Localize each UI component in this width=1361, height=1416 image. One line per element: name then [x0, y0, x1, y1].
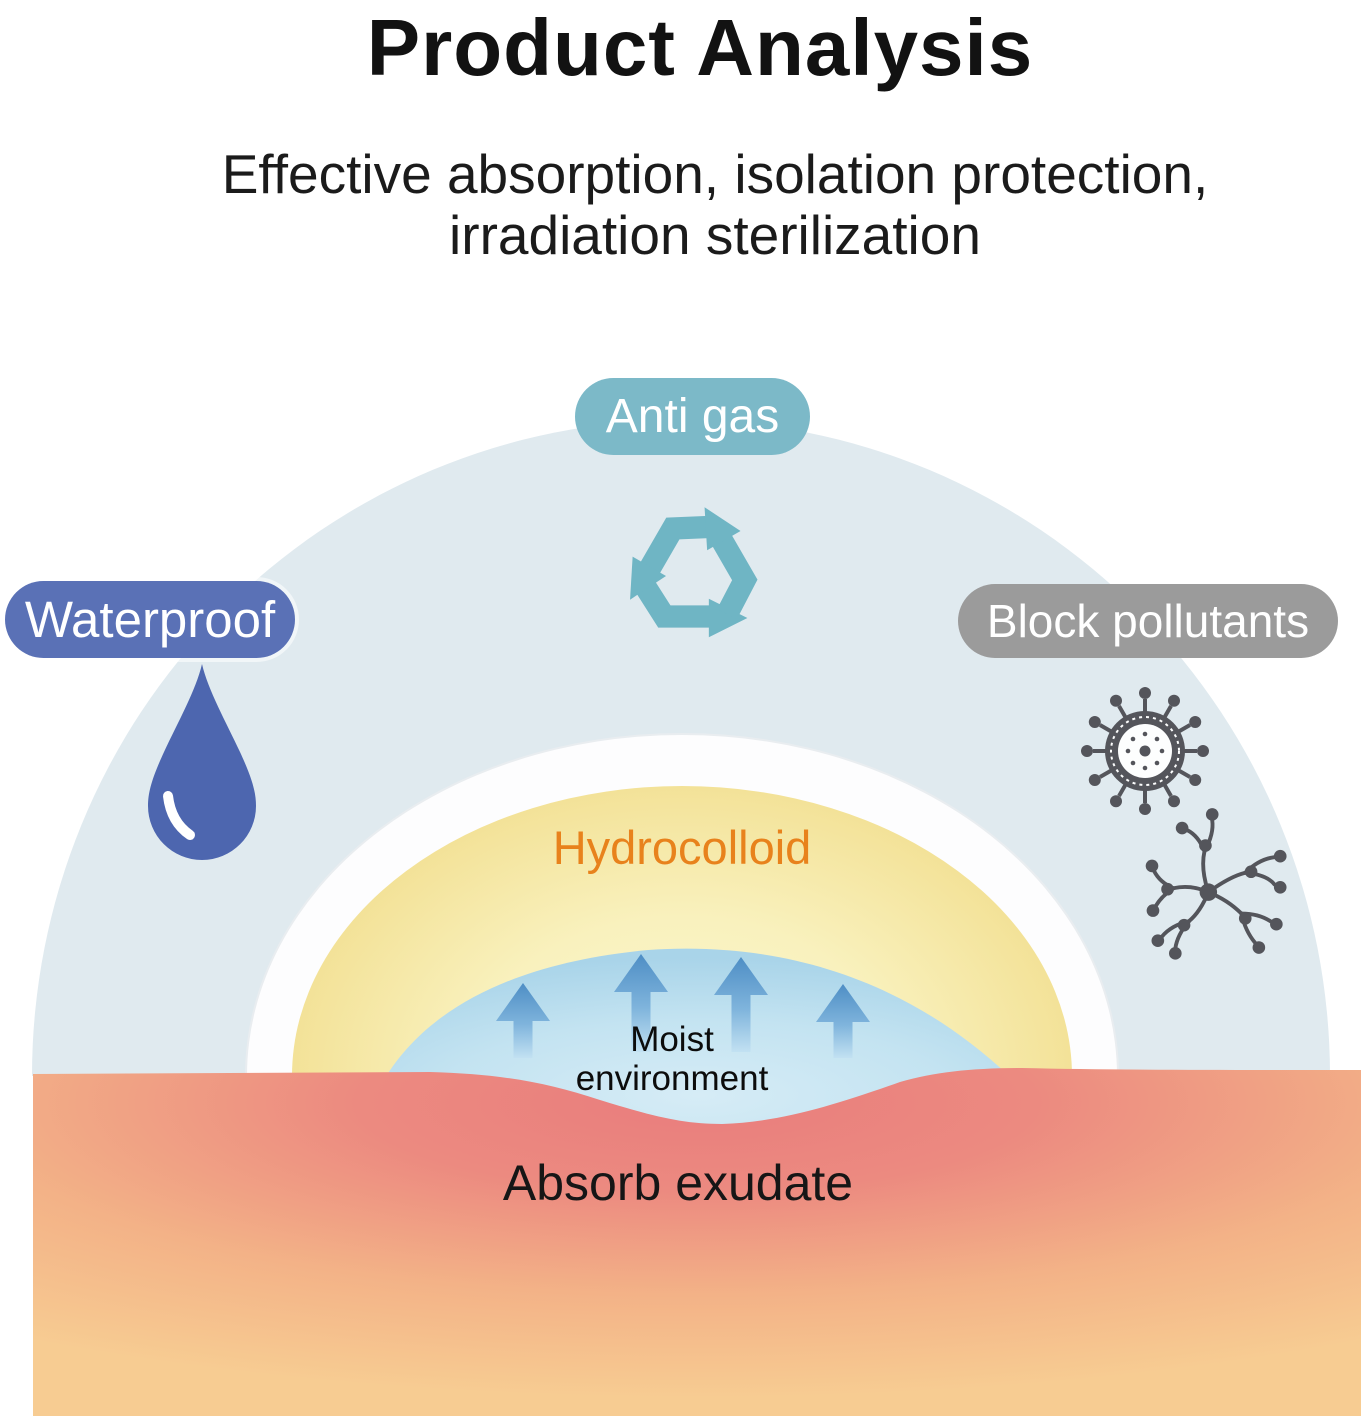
- subtitle-line-2: irradiation sterilization: [449, 204, 981, 266]
- up-arrow-icon: [714, 957, 768, 1052]
- waterproof-badge: Waterproof: [5, 581, 295, 658]
- moist-line-2: environment: [575, 1059, 769, 1098]
- up-arrow-icon: [496, 983, 550, 1058]
- waterproof-label: Waterproof: [24, 591, 276, 648]
- recycle-icon: [630, 507, 758, 638]
- absorb-exudate-label: Absorb exudate: [502, 1155, 854, 1211]
- up-arrow-icon: [816, 984, 870, 1058]
- subtitle-line-1: Effective absorption, isolation protecti…: [221, 143, 1209, 205]
- anti-gas-label: Anti gas: [605, 390, 780, 443]
- up-arrow-icon-group: [496, 954, 870, 1058]
- hydrocolloid-label: Hydrocolloid: [552, 821, 812, 874]
- anti-gas-badge: Anti gas: [575, 378, 810, 455]
- block-pollutants-badge: Block pollutants: [958, 584, 1338, 658]
- page-title: Product Analysis: [366, 3, 1034, 92]
- moist-line-1: Moist: [630, 1020, 714, 1059]
- water-drop-icon: [148, 664, 256, 860]
- virus-icon: [1081, 687, 1209, 815]
- up-arrow-icon: [614, 954, 668, 1052]
- page-subtitle: Effective absorption, isolation protecti…: [0, 144, 1361, 266]
- moist-environment-label: Moist environment: [472, 1020, 872, 1098]
- pollutant-molecule-icon: [1145, 808, 1287, 960]
- skin-layer: [33, 1068, 1361, 1416]
- block-pollutants-label: Block pollutants: [986, 595, 1310, 647]
